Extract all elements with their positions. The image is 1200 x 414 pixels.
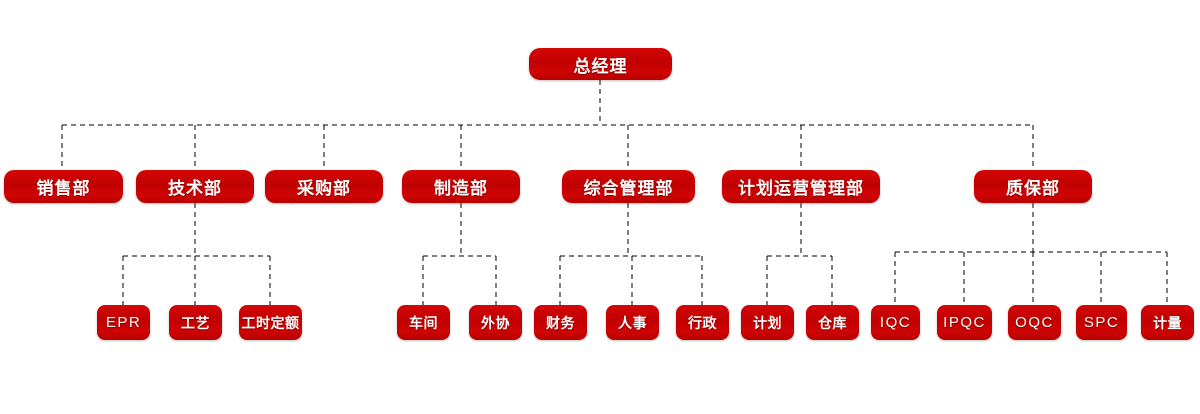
- org-node-label: 综合管理部: [583, 179, 674, 198]
- org-node-label: 计划: [753, 314, 782, 331]
- org-node-label: 仓库: [818, 314, 847, 331]
- org-node-tech[interactable]: 技术部: [136, 170, 254, 203]
- org-node-epr[interactable]: EPR: [97, 305, 150, 340]
- org-node-admin[interactable]: 综合管理部: [562, 170, 695, 203]
- org-node-label: 计划运营管理部: [738, 179, 864, 198]
- org-node-fin[interactable]: 财务: [534, 305, 587, 340]
- org-node-wh[interactable]: 仓库: [806, 305, 859, 340]
- org-node-label: 技术部: [168, 179, 222, 198]
- org-node-gm[interactable]: 总经理: [529, 48, 672, 80]
- org-node-label: 人事: [618, 314, 647, 331]
- org-node-label: 采购部: [297, 179, 351, 198]
- org-node-label: 总经理: [573, 56, 628, 76]
- org-node-label: 计量: [1153, 314, 1182, 331]
- org-node-qa[interactable]: 质保部: [974, 170, 1092, 203]
- org-node-sales[interactable]: 销售部: [4, 170, 123, 203]
- org-node-label: IQC: [879, 314, 912, 331]
- org-node-label: 工艺: [181, 314, 210, 331]
- org-node-iqc[interactable]: IQC: [871, 305, 920, 340]
- org-node-label: 外协: [481, 314, 510, 331]
- org-node-label: SPC: [1083, 314, 1120, 331]
- org-node-shop[interactable]: 车间: [397, 305, 450, 340]
- org-node-label: OQC: [1015, 314, 1054, 331]
- org-node-label: 行政: [688, 314, 717, 331]
- org-node-craft[interactable]: 工艺: [169, 305, 222, 340]
- org-node-purch[interactable]: 采购部: [265, 170, 383, 203]
- org-node-metro[interactable]: 计量: [1141, 305, 1194, 340]
- org-node-plan[interactable]: 计划运营管理部: [722, 170, 880, 203]
- org-node-pl[interactable]: 计划: [741, 305, 794, 340]
- org-node-label: 财务: [546, 314, 575, 331]
- org-node-outs[interactable]: 外协: [469, 305, 522, 340]
- org-node-manu[interactable]: 制造部: [402, 170, 520, 203]
- org-node-adm[interactable]: 行政: [676, 305, 729, 340]
- org-node-label: IPQC: [943, 314, 986, 331]
- org-node-quota[interactable]: 工时定额: [239, 305, 302, 340]
- org-node-label: 制造部: [434, 179, 488, 198]
- org-node-hr[interactable]: 人事: [606, 305, 659, 340]
- org-node-ipqc[interactable]: IPQC: [937, 305, 992, 340]
- org-node-label: 车间: [409, 314, 438, 331]
- org-node-label: 工时定额: [241, 314, 300, 331]
- org-node-label: 质保部: [1006, 179, 1060, 198]
- org-node-label: EPR: [105, 314, 142, 331]
- org-node-label: 销售部: [36, 179, 91, 198]
- org-node-spc[interactable]: SPC: [1076, 305, 1127, 340]
- org-node-oqc[interactable]: OQC: [1008, 305, 1061, 340]
